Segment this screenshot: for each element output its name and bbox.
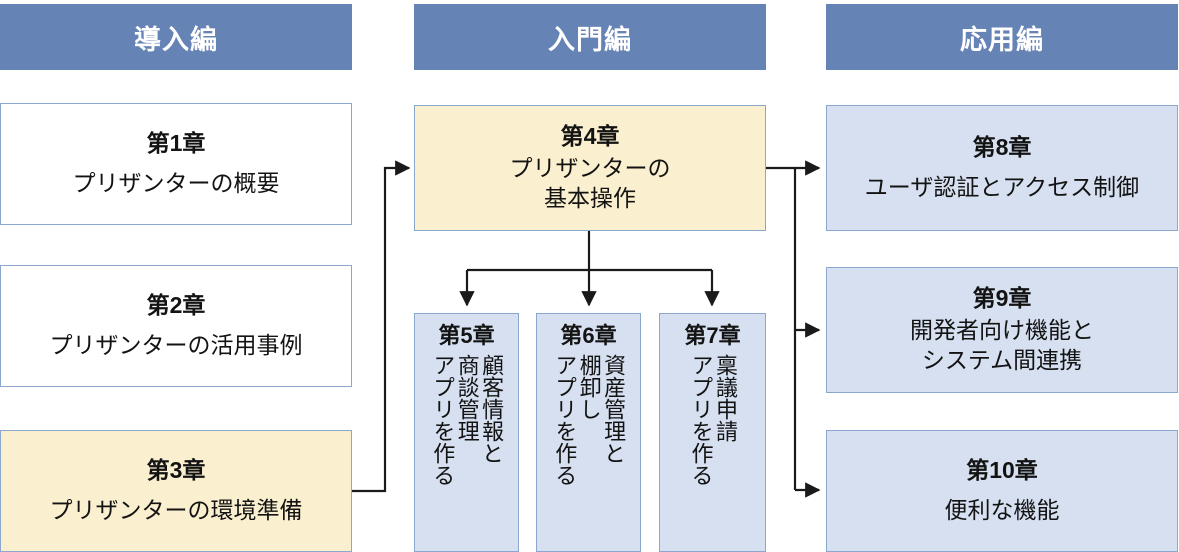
chapter-3-title: プリザンターの環境準備 — [50, 496, 303, 526]
chapter-10-number: 第10章 — [966, 456, 1038, 483]
chapter-8-title: ユーザ認証とアクセス制御 — [865, 173, 1139, 203]
chapter-2-title-line-1: プリザンターの活用事例 — [49, 332, 303, 359]
column-header-beginner-label: 入門編 — [548, 24, 632, 55]
chapter-9-number: 第9章 — [972, 285, 1032, 312]
chapter-9-title: 開発者向け機能と システム間連携 — [910, 315, 1094, 376]
chapter-1-title: プリザンターの概要 — [73, 169, 280, 199]
chapter-1-number: 第1章 — [146, 129, 206, 156]
chapter-box-10[interactable]: 第10章 便利な機能 — [826, 430, 1178, 552]
column-header-intro-label: 導入編 — [134, 24, 218, 55]
connector-ch3-to-ch4 — [352, 160, 411, 493]
chapter-box-7[interactable]: 第7章 稟議申請 アプリを作る — [659, 313, 766, 552]
column-header-advanced-label: 応用編 — [960, 24, 1044, 55]
chapter-5-number: 第5章 — [438, 323, 495, 348]
chapter-7-vertical-text: 稟議申請 アプリを作る — [660, 354, 765, 552]
chapter-box-8[interactable]: 第8章 ユーザ認証とアクセス制御 — [826, 105, 1178, 231]
chapter-3-title-line-1: プリザンターの環境準備 — [49, 497, 303, 524]
chapter-5-vline-3: アプリを作る — [430, 353, 456, 486]
chapter-1-title-line-1: プリザンターの概要 — [72, 170, 280, 197]
chapter-8-number: 第8章 — [972, 133, 1032, 160]
chapter-6-vline-2: 棚卸し — [576, 353, 602, 420]
column-header-beginner: 入門編 — [414, 4, 766, 70]
chapter-6-vline-3: アプリを作る — [552, 353, 578, 486]
chapter-box-5[interactable]: 第5章 顧客情報と 商談管理 アプリを作る — [414, 313, 519, 552]
chapter-3-number: 第3章 — [146, 456, 206, 483]
column-header-advanced: 応用編 — [826, 4, 1178, 70]
chapter-box-9[interactable]: 第9章 開発者向け機能と システム間連携 — [826, 267, 1178, 393]
chapter-8-title-line-1: ユーザ認証とアクセス制御 — [864, 174, 1140, 201]
chapter-2-title: プリザンターの活用事例 — [50, 331, 303, 361]
chapter-7-number: 第7章 — [684, 323, 741, 348]
chapter-5-vline-2: 商談管理 — [454, 353, 480, 442]
chapter-4-title-line-2: 基本操作 — [544, 185, 636, 212]
chapter-box-1[interactable]: 第1章 プリザンターの概要 — [0, 103, 352, 225]
chapter-5-vertical-text: 顧客情報と 商談管理 アプリを作る — [415, 354, 518, 552]
chapter-box-6[interactable]: 第6章 資産管理と 棚卸し アプリを作る — [536, 313, 641, 552]
chapter-7-vline-2: アプリを作る — [688, 353, 714, 486]
chapter-9-title-line-1: 開発者向け機能と — [910, 317, 1094, 344]
chapter-10-title: 便利な機能 — [945, 496, 1060, 526]
chapter-box-4[interactable]: 第4章 プリザンターの 基本操作 — [414, 105, 766, 231]
chapter-4-title: プリザンターの 基本操作 — [510, 153, 671, 214]
chapter-box-3[interactable]: 第3章 プリザンターの環境準備 — [0, 430, 352, 552]
chapter-box-2[interactable]: 第2章 プリザンターの活用事例 — [0, 265, 352, 387]
chapter-9-title-line-2: システム間連携 — [921, 347, 1083, 374]
chapter-6-vline-1: 資産管理と — [601, 353, 627, 464]
column-header-intro: 導入編 — [0, 4, 352, 70]
chapter-5-vline-1: 顧客情報と — [479, 353, 505, 464]
chapter-6-number: 第6章 — [560, 323, 617, 348]
chapter-7-vline-1: 稟議申請 — [712, 353, 738, 442]
chapter-4-title-line-1: プリザンターの — [509, 155, 671, 182]
chapter-10-title-line-1: 便利な機能 — [944, 497, 1060, 524]
chapter-4-number: 第4章 — [560, 123, 620, 150]
chapter-6-vertical-text: 資産管理と 棚卸し アプリを作る — [537, 354, 640, 552]
chapter-2-number: 第2章 — [146, 291, 206, 318]
